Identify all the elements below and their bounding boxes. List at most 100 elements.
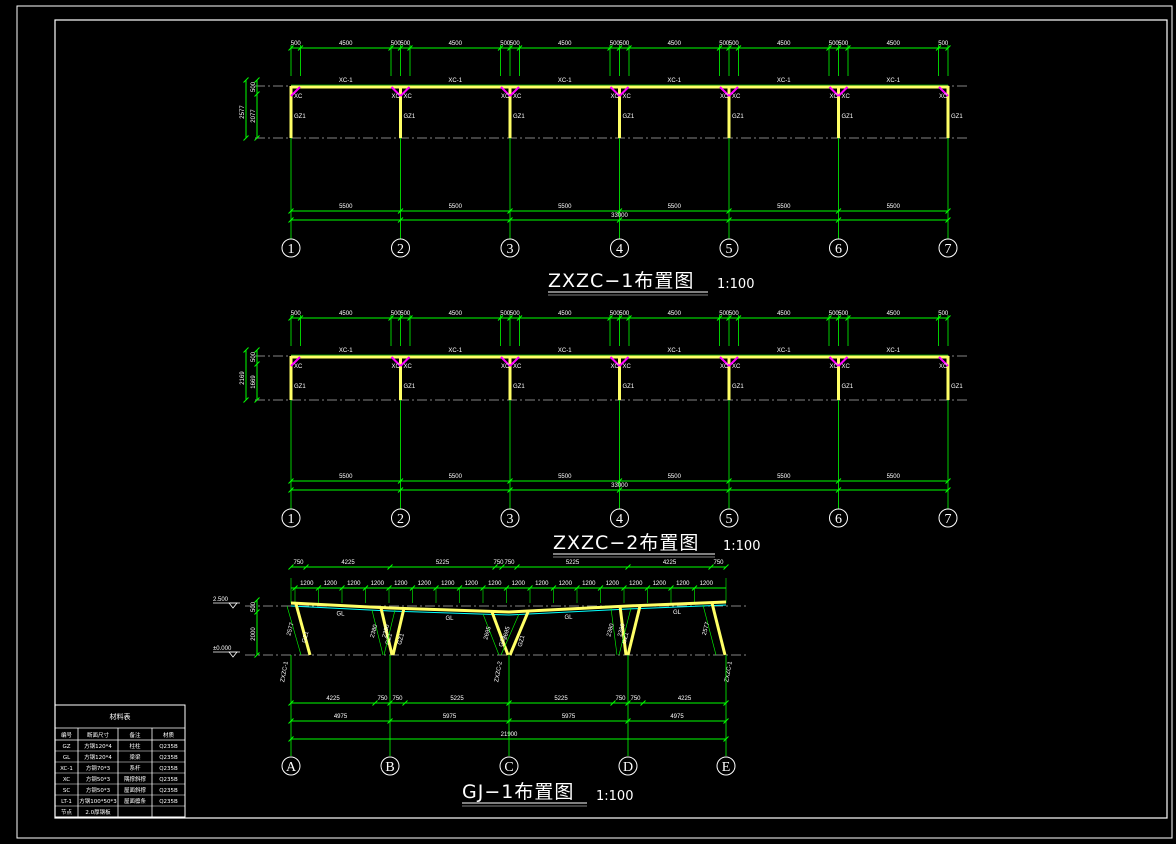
dim-tick xyxy=(288,564,294,570)
top-dim-text: 500 xyxy=(500,41,511,47)
bottom-dim-text: 5975 xyxy=(562,714,576,720)
table-cell: 系杆 xyxy=(129,764,141,772)
axis-number: 3 xyxy=(507,512,514,527)
inclined-column xyxy=(710,602,727,656)
table-header: 备注 xyxy=(129,731,141,739)
member-dim-text: 2380 xyxy=(606,622,615,637)
axis-number: 4 xyxy=(616,512,623,527)
member-label: GZ1 xyxy=(499,634,508,647)
axis-letter: D xyxy=(623,760,633,775)
total-dim-text: 33000 xyxy=(611,483,628,489)
dim-tick xyxy=(303,564,309,570)
brace-label: XC-1 xyxy=(777,78,791,84)
bottom-dim-text: 5975 xyxy=(443,714,457,720)
knee-label: XC xyxy=(939,94,948,100)
top-dim-text: 500 xyxy=(729,311,740,317)
axis-letter: B xyxy=(385,760,394,775)
member-dim-line xyxy=(482,613,500,656)
knee-brace xyxy=(728,356,739,367)
knee-brace xyxy=(728,86,739,97)
left-dim-text: 2169 xyxy=(240,371,246,385)
axis-bubble xyxy=(391,238,410,258)
member-label: GZ1 xyxy=(397,632,406,645)
member-dim-text: 2695 xyxy=(502,625,511,640)
top-dim-text: 4500 xyxy=(668,41,682,47)
sub-dim-text: 1200 xyxy=(347,581,361,587)
brace-tag: ZXZC-2 xyxy=(494,660,504,682)
table-cell: 方钢50*3 xyxy=(86,775,111,783)
dim-tick xyxy=(254,135,260,141)
table-cell: 节点 xyxy=(61,808,73,816)
sub-dim-text: 1200 xyxy=(300,581,314,587)
member-dim-text: 2380 xyxy=(370,623,379,638)
top-dim-text: 500 xyxy=(291,311,302,317)
axis-bubble xyxy=(938,508,958,528)
dim-tick xyxy=(514,564,520,570)
dim-tick xyxy=(243,347,249,353)
sub-dim-text: 1200 xyxy=(676,581,690,587)
left-dim-text: 2577 xyxy=(240,105,246,119)
member-dim-line xyxy=(618,607,632,656)
knee-label: XC xyxy=(294,364,303,370)
sub-dim-text: 1200 xyxy=(324,581,338,587)
axis-bubble xyxy=(281,238,301,258)
knee-label: XC xyxy=(501,94,510,100)
top-dim-text: 500 xyxy=(938,311,949,317)
top-dim-text: 500 xyxy=(291,41,302,47)
axis-bubble xyxy=(829,238,848,258)
column-label: GZ1 xyxy=(294,384,306,390)
inclined-column xyxy=(618,605,628,656)
dim-tick xyxy=(372,700,378,706)
drawing-scale: 1:100 xyxy=(596,789,633,804)
dim-tick xyxy=(492,564,498,570)
table-cell: 方钢120*4 xyxy=(84,753,112,761)
brace-label: XC-1 xyxy=(558,348,572,354)
left-dim-text: 500 xyxy=(251,351,257,362)
total-dim-text: 33000 xyxy=(611,213,628,219)
brace-label: XC-1 xyxy=(339,348,353,354)
dim-tick xyxy=(254,361,260,367)
knee-label: XC xyxy=(830,364,839,370)
table-cell: Q235B xyxy=(159,766,178,772)
drawing-title: ZXZC−2布置图 xyxy=(553,532,699,554)
member-dim-line xyxy=(383,609,396,656)
bay-dim-text: 5500 xyxy=(449,474,463,480)
axis-bubble xyxy=(829,508,848,528)
knee-label: XC xyxy=(623,364,632,370)
table-cell: GZ xyxy=(62,744,70,750)
bottom-dim-text: 750 xyxy=(392,696,403,702)
top-dim-text: 500 xyxy=(391,311,402,317)
left-dim-text: 2077 xyxy=(251,109,257,123)
top-dim-text: 4500 xyxy=(668,311,682,317)
table-cell: 方钢120*4 xyxy=(84,742,112,750)
table-cell: 方钢70*3 xyxy=(86,764,111,772)
table-header: 断面尺寸 xyxy=(87,731,110,739)
top-dim-text: 500 xyxy=(829,41,840,47)
column-label: GZ1 xyxy=(294,114,306,120)
sub-dim-text: 1200 xyxy=(582,581,596,587)
axis-letter: A xyxy=(286,760,297,775)
dim-tick xyxy=(254,652,260,658)
column-label: GZ1 xyxy=(951,384,963,390)
sub-dim-text: 1200 xyxy=(371,581,385,587)
knee-brace xyxy=(828,86,840,97)
sub-dim-text: 1200 xyxy=(465,581,479,587)
bay-dim-text: 5500 xyxy=(777,474,791,480)
brace-label: XC-1 xyxy=(777,348,791,354)
column-label: GZ1 xyxy=(623,384,635,390)
dim-tick xyxy=(254,347,260,353)
knee-label: XC xyxy=(842,94,851,100)
knee-label: XC xyxy=(842,364,851,370)
table-cell: 屋面檩条 xyxy=(124,797,147,805)
dim-tick xyxy=(254,91,260,97)
column-label: GZ1 xyxy=(842,114,854,120)
bottom-dim-text: 4975 xyxy=(334,714,348,720)
member-dim-line xyxy=(702,604,717,656)
top-dim-text: 500 xyxy=(619,311,630,317)
axis-number: 6 xyxy=(835,512,842,527)
top-dim-text: 4500 xyxy=(558,311,572,317)
drawing-title: ZXZC−1布置图 xyxy=(548,270,694,292)
table-cell: Q235B xyxy=(159,755,178,761)
